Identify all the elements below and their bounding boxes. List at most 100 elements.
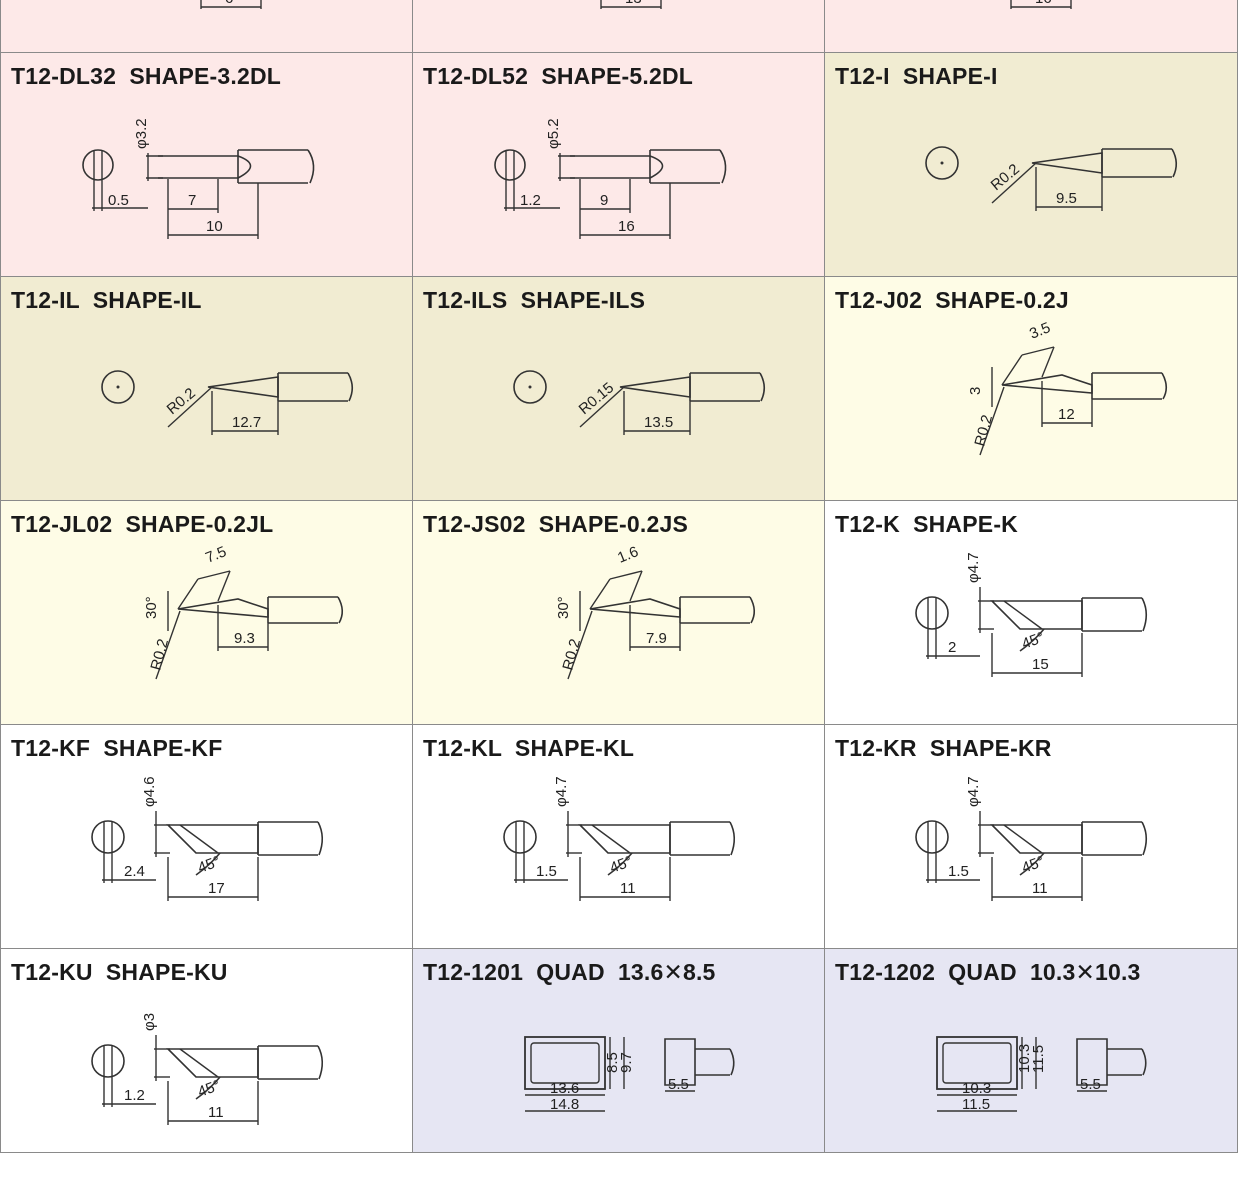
tip-outline [267,596,338,624]
break-line [749,596,756,624]
dimension-label: 10 [206,218,223,235]
tip-title: T12-I SHAPE-I [835,63,998,89]
dimension-label: 7.5 [203,543,229,567]
tip-title: T12-DL32 SHAPE-3.2DL [11,63,282,89]
dimension-label: 12.7 [232,414,261,431]
tip-title: T12-JL02 SHAPE-0.2JL [11,511,274,537]
dimension-label: 11 [1032,880,1048,897]
dimension-label: 16 [1035,0,1052,7]
end-view-circle [494,149,526,181]
break-line [1141,821,1148,856]
break-line [307,149,315,184]
dimension-label: 7 [188,192,196,209]
leader-line [155,610,181,680]
tip-title: T12-1202 QUAD 10.3✕10.3 [835,959,1141,985]
dimension-label: 7.9 [646,630,667,647]
dimension-label: 30° [555,596,572,619]
tip-title: T12-K SHAPE-K [835,511,1018,537]
dimension-label: 3.5 [1027,319,1053,343]
tip-side-view [695,1048,730,1076]
tip-title: T12-KF SHAPE-KF [11,735,223,761]
end-view-circle [91,1044,125,1078]
tip-outline [1001,374,1093,394]
break-line [729,821,736,856]
tip-diagram: 10.311.510.311.55.5 [936,1036,1147,1113]
dimension-label: 16 [618,218,635,235]
dimension-label: 9.3 [234,630,255,647]
tip-face-inner [942,1042,1012,1084]
dimension-label: 17 [208,880,225,897]
angle-arc [607,852,633,876]
dimension-label: 11 [620,880,636,897]
bevel-line [179,1048,219,1078]
end-view-point [940,161,944,165]
tip-title: T12-KU SHAPE-KU [11,959,228,985]
tip-side-view [1107,1048,1142,1076]
break-line [1161,372,1168,400]
leader-line [979,386,1005,456]
bevel-line [591,824,631,854]
tip-face-inner [530,1042,600,1084]
bevel-line [1003,600,1043,630]
dimension-label: 1.2 [520,192,541,209]
angle-arc [195,1076,221,1100]
dimension-label: 11 [208,1104,224,1121]
tip-outline [570,155,664,179]
end-view-circle [91,820,125,854]
dimension-label: 45° [1020,629,1047,653]
end-view-circle [513,370,547,404]
dim-line [1021,346,1055,356]
tip-diagram: 2φ4.745°15 [915,552,1148,677]
dimension-label: R0.2 [559,637,584,672]
tip-side-view [1076,1038,1108,1086]
cell-top-partial: 6 [0,0,413,53]
dimension-label: 11.5 [962,1096,990,1113]
dimension-label: 5.5 [668,1076,689,1093]
dimension-label: 45° [1020,853,1047,877]
dimension-label: 1.5 [536,863,557,880]
dimension-label: 1.2 [124,1087,145,1104]
dimension-label: 5.5 [1080,1076,1101,1093]
dimension-label: 10.3 [962,1080,991,1097]
dimension-label: 13.5 [644,414,673,431]
tip-outline [1091,372,1162,400]
tip-title: T12-JS02 SHAPE-0.2JS [423,511,688,537]
end-view-circle [925,146,959,180]
dimension-label: 2.4 [124,863,145,880]
dimension-label: φ4.7 [965,552,982,583]
end-view-circle [503,820,537,854]
leader-line [991,162,1037,204]
break-line [719,149,727,184]
cell-top-partial: 16 [824,0,1238,53]
tip-title: T12-J02 SHAPE-0.2J [835,287,1069,313]
dim-line [1001,354,1023,386]
dim-line [1041,346,1055,378]
tip-diagram: 2.4φ4.645°17 [91,776,324,901]
dimension-label: R0.2 [988,161,1023,194]
break-line [1141,597,1148,632]
tip-outline [207,376,279,398]
end-view-circle [101,370,135,404]
dim-line [589,578,611,610]
dimension-label: 10.3 [1016,1044,1033,1073]
dimension-label: 1.6 [615,543,641,567]
tip-outline [237,149,308,184]
dimension-label: 11.5 [1030,1045,1047,1073]
dimension-label: 12 [1058,406,1075,423]
tip-diagram: R0.212.7 [101,370,354,435]
break-line [347,372,354,402]
tip-cell: 1.6 30° R0.2 7.9 T12-JS02 SHAPE-0.2JS [412,500,825,725]
tip-outline [589,598,681,618]
